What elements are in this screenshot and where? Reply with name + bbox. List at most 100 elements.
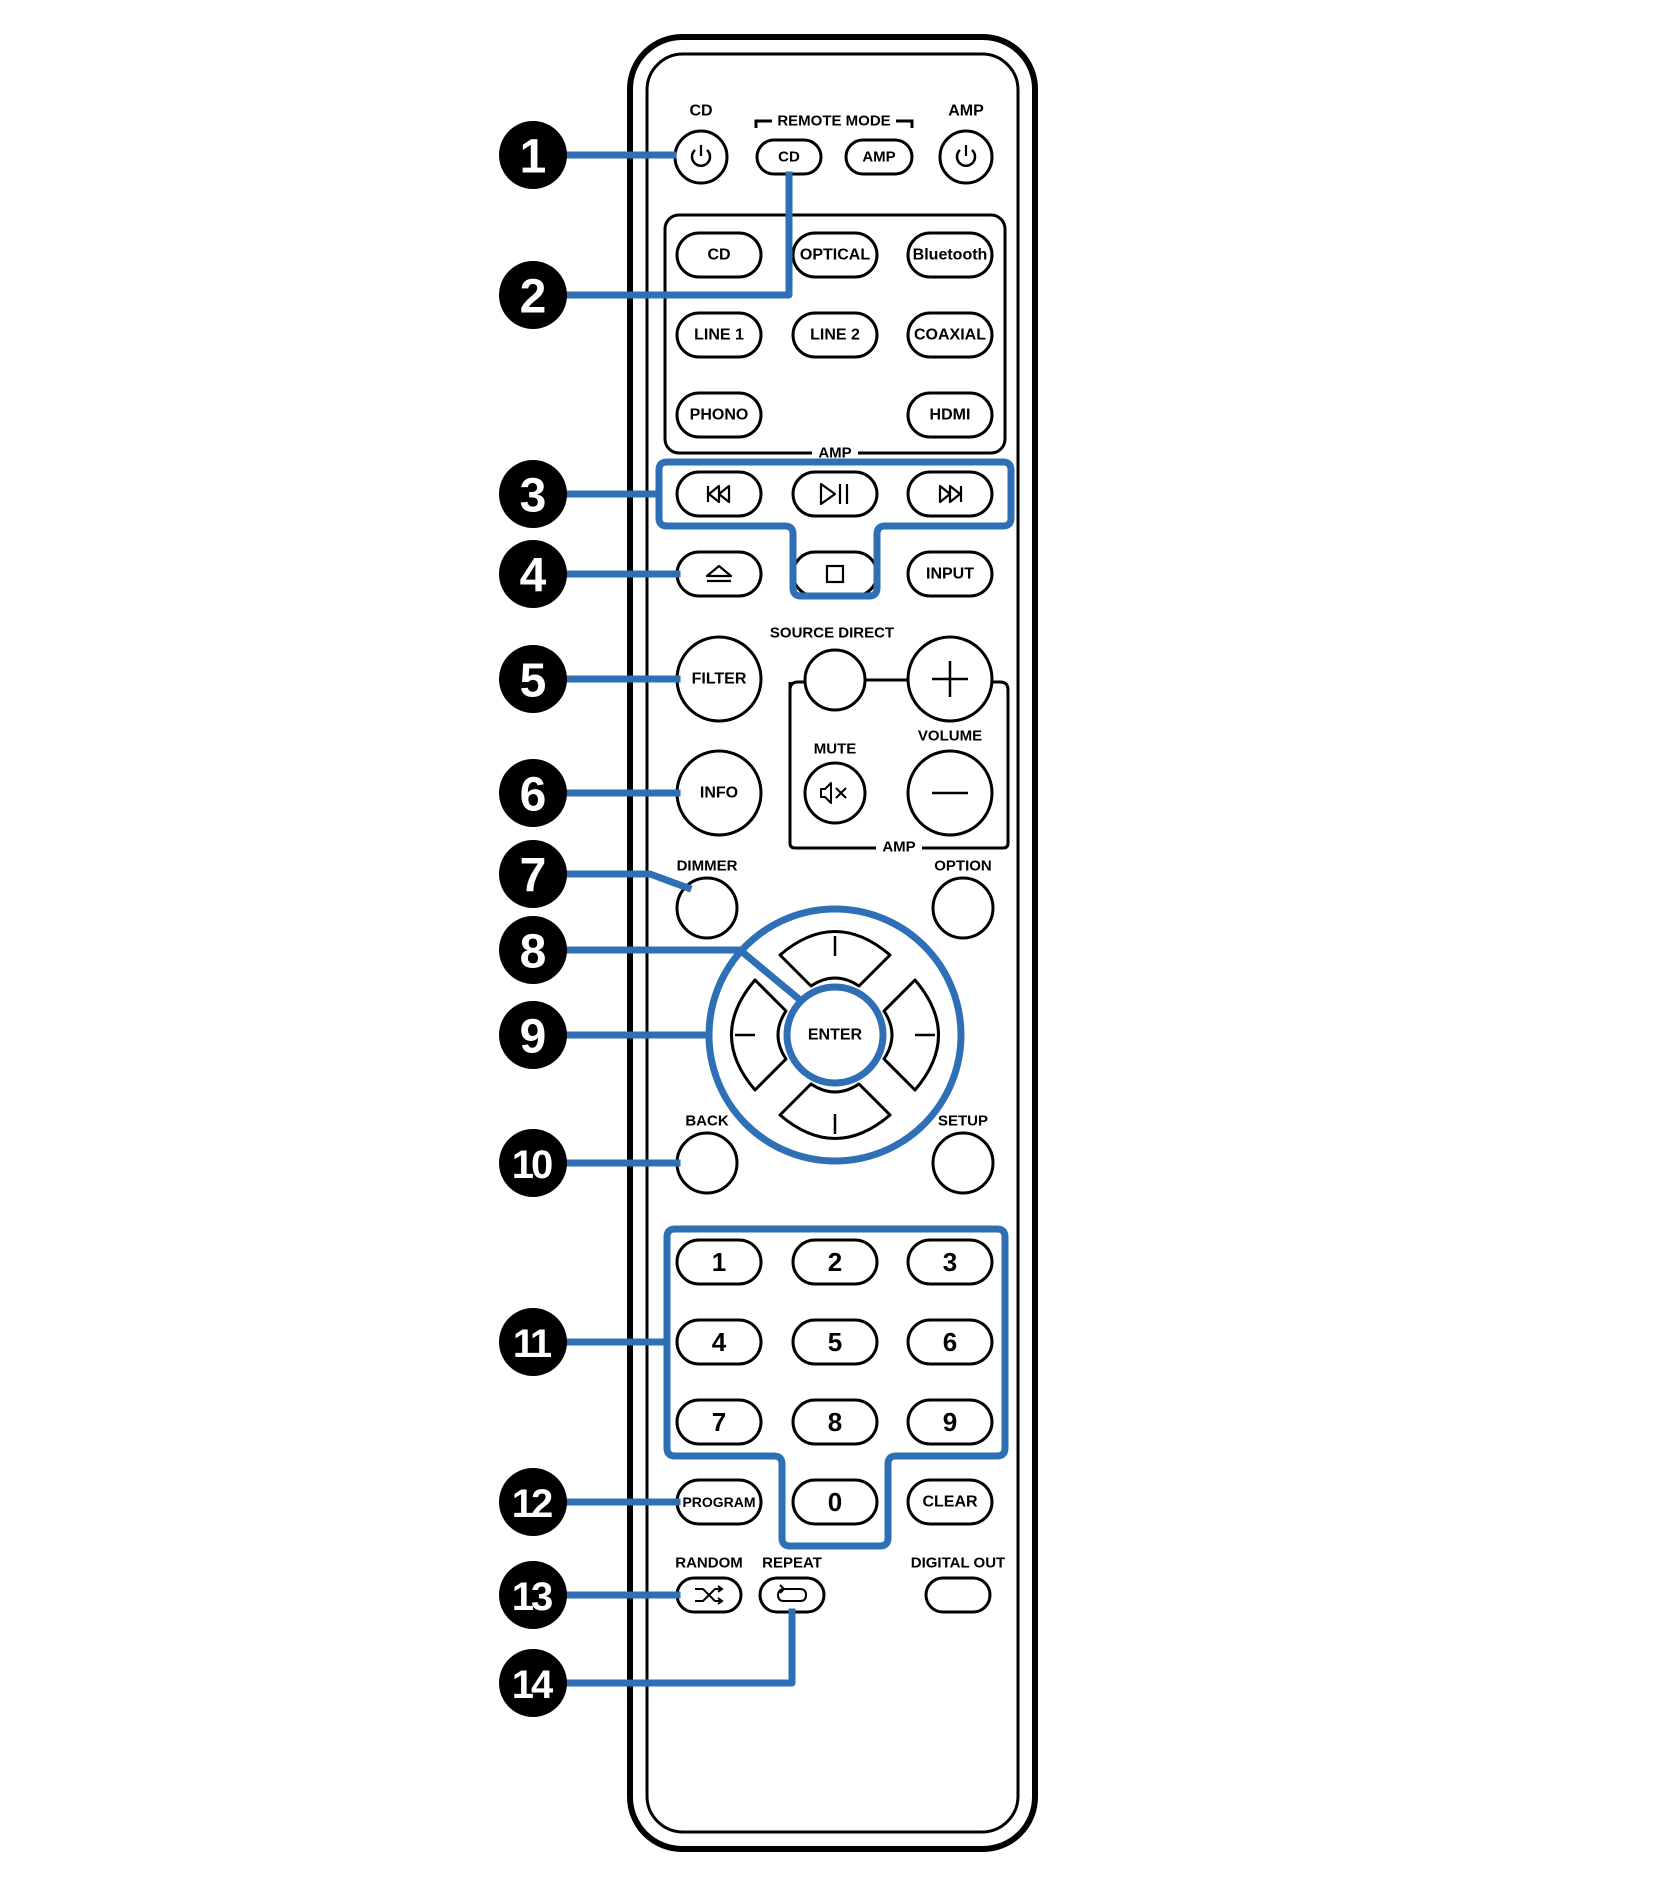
callout-number-10: 10 [512, 1143, 552, 1187]
remote-mode-label: REMOTE MODE [777, 113, 890, 130]
setup-label: SETUP [938, 1113, 988, 1130]
dpad-left-button[interactable] [730, 978, 788, 1092]
input-button[interactable] [906, 550, 994, 598]
num-4-label: 4 [712, 1327, 727, 1357]
eject-icon [705, 564, 733, 583]
mute-label: MUTE [814, 741, 857, 758]
cd-power-label: CD [689, 103, 712, 120]
play-pause-icon [819, 482, 849, 506]
digital-out-button[interactable] [924, 1576, 992, 1614]
dpad-down-button[interactable] [778, 1082, 892, 1140]
num-8-button[interactable] [791, 1398, 879, 1446]
leader-line-14 [561, 1608, 796, 1687]
num-5-label: 5 [828, 1327, 842, 1357]
num-4-button[interactable] [675, 1318, 763, 1366]
input-label: INPUT [926, 566, 974, 583]
cd-input-button[interactable] [675, 231, 763, 279]
amp-volume-label: AMP [882, 839, 915, 856]
volume-group-frame-left-corner [788, 680, 805, 691]
shuffle-icon [695, 1585, 724, 1605]
enter-highlight [783, 983, 887, 1087]
callout-badge-2 [499, 261, 567, 329]
cd-input-label: CD [707, 247, 730, 264]
phono-button[interactable] [675, 391, 763, 439]
callout-number-13: 13 [512, 1575, 552, 1619]
option-button[interactable] [931, 876, 995, 940]
remote-mode-amp-label: AMP [862, 149, 895, 166]
callout-number-2: 2 [520, 271, 547, 324]
source-direct-label: SOURCE DIRECT [770, 625, 894, 642]
callout-number-6: 6 [520, 769, 547, 822]
num-0-button[interactable] [791, 1478, 879, 1526]
hdmi-label: HDMI [930, 407, 971, 424]
dimmer-button[interactable] [675, 876, 739, 940]
amp-power-label: AMP [948, 103, 984, 120]
num-7-label: 7 [712, 1407, 726, 1437]
callout-badge-6 [499, 759, 567, 827]
remote-mode-amp-button[interactable] [844, 138, 914, 176]
line1-button[interactable] [675, 311, 763, 359]
remote-inner-outline [645, 52, 1020, 1834]
filter-label: FILTER [692, 671, 747, 688]
callout-badge-10 [499, 1129, 567, 1197]
hdmi-button[interactable] [906, 391, 994, 439]
optical-button[interactable] [791, 231, 879, 279]
num-2-label: 2 [828, 1247, 842, 1277]
num-9-button[interactable] [906, 1398, 994, 1446]
repeat-label: REPEAT [762, 1555, 822, 1572]
plus-icon [932, 661, 968, 697]
dpad-up-button[interactable] [778, 930, 892, 988]
info-label: INFO [700, 785, 738, 802]
num-6-button[interactable] [906, 1318, 994, 1366]
mute-button[interactable] [803, 761, 867, 825]
callout-number-8: 8 [520, 926, 547, 979]
mute-icon [820, 782, 847, 804]
back-button[interactable] [675, 1131, 739, 1195]
num-3-button[interactable] [906, 1238, 994, 1286]
remote-mode-cd-label: CD [778, 149, 800, 166]
numpad: 1 2 3 4 5 6 7 8 9 0 [675, 1238, 994, 1526]
setup-button[interactable] [931, 1131, 995, 1195]
num-0-label: 0 [828, 1487, 842, 1517]
program-label: PROGRAM [682, 1494, 755, 1510]
amp-power-button[interactable] [938, 129, 994, 185]
num-1-button[interactable] [675, 1238, 763, 1286]
amp-group-label: AMP [818, 445, 851, 462]
num-2-button[interactable] [791, 1238, 879, 1286]
repeat-button[interactable] [758, 1576, 826, 1614]
num-5-button[interactable] [791, 1318, 879, 1366]
optical-label: OPTICAL [800, 247, 870, 264]
power-icon [690, 145, 712, 167]
skip-back-icon [706, 484, 731, 504]
num-8-label: 8 [828, 1407, 842, 1437]
line2-button[interactable] [791, 311, 879, 359]
callout-badges: 1 2 3 4 5 6 7 8 9 10 11 12 13 14 [499, 121, 567, 1717]
callout-badge-8 [499, 916, 567, 984]
amp-volume-label-bg [876, 838, 922, 856]
leader-line-7 [561, 870, 693, 893]
random-label: RANDOM [675, 1555, 743, 1572]
callout-badge-12 [499, 1468, 567, 1536]
source-direct-button[interactable] [803, 648, 867, 712]
callout-badge-9 [499, 1001, 567, 1069]
dpad-right-button[interactable] [882, 978, 940, 1092]
callout-badge-11 [499, 1308, 567, 1376]
dimmer-label: DIMMER [677, 858, 738, 875]
volume-group-frame [788, 680, 1010, 850]
callout-number-5: 5 [520, 655, 547, 708]
leader-line-2 [561, 171, 793, 299]
eject-button[interactable] [675, 550, 763, 598]
clear-button[interactable] [906, 1478, 994, 1526]
remote-mode-bracket [754, 119, 914, 128]
coaxial-button[interactable] [906, 311, 994, 359]
cd-power-button[interactable] [673, 129, 729, 185]
callout-number-14: 14 [512, 1663, 554, 1707]
clear-label: CLEAR [922, 1494, 978, 1511]
callout-number-12: 12 [512, 1482, 552, 1526]
bluetooth-button[interactable] [906, 231, 994, 279]
callout-badge-3 [499, 460, 567, 528]
coaxial-label: COAXIAL [914, 327, 986, 344]
stop-button[interactable] [791, 550, 879, 598]
transport-highlight [655, 458, 1015, 600]
num-7-button[interactable] [675, 1398, 763, 1446]
